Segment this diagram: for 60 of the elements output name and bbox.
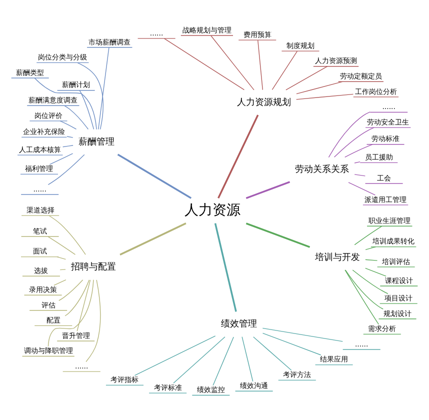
- connector: [218, 114, 259, 198]
- connector: [56, 256, 66, 260]
- connector: [48, 278, 94, 346]
- connector: [344, 144, 373, 158]
- connector: [164, 38, 245, 90]
- connector: [246, 222, 310, 248]
- connector: [246, 180, 290, 198]
- node-text: 劳动关系关系: [295, 164, 350, 175]
- connector: [134, 335, 216, 376]
- connector: [66, 136, 74, 138]
- connector: [262, 332, 322, 355]
- node-text: 人力资源: [184, 202, 240, 218]
- connector: [64, 104, 89, 130]
- node-text: 薪酬管理: [78, 136, 115, 147]
- connector: [365, 246, 376, 250]
- connector: [365, 258, 378, 260]
- connector: [210, 34, 254, 90]
- connector: [334, 126, 374, 158]
- connector: [328, 111, 370, 158]
- node-text: 培训与开发: [315, 252, 360, 262]
- connector: [214, 222, 237, 312]
- connector: [120, 222, 186, 255]
- node-text: 绩效管理: [221, 319, 258, 330]
- connector: [60, 120, 77, 130]
- connector: [286, 66, 328, 90]
- connector: [34, 77, 97, 130]
- connector: [48, 154, 85, 185]
- connector: [173, 336, 226, 383]
- connector: [117, 153, 192, 198]
- connector: [86, 279, 101, 362]
- connector: [296, 93, 354, 100]
- connector: [60, 268, 66, 270]
- connector: [79, 90, 94, 130]
- connector: [58, 279, 84, 300]
- connector: [48, 214, 86, 254]
- connector: [365, 267, 386, 276]
- connector: [62, 144, 74, 147]
- connector: [242, 336, 254, 382]
- connector: [212, 336, 234, 386]
- connector: [76, 279, 91, 331]
- connector: [344, 269, 379, 324]
- connector: [354, 225, 382, 245]
- connector: [348, 182, 376, 195]
- connector: [345, 269, 384, 309]
- connector: [98, 46, 110, 130]
- connector: [77, 62, 104, 130]
- node-text: 招聘与配置: [71, 262, 116, 272]
- connector: [49, 152, 74, 164]
- connector: [54, 278, 66, 286]
- connector: [258, 39, 264, 90]
- connector: [296, 80, 343, 94]
- connector: [272, 50, 298, 90]
- connector: [262, 327, 343, 342]
- connector: [352, 269, 388, 294]
- connector: [64, 279, 90, 316]
- connector: [48, 236, 76, 254]
- connector: [253, 336, 292, 370]
- connector: [354, 174, 366, 176]
- connector: [354, 160, 360, 163]
- node-text: 人力资源规划: [236, 97, 291, 108]
